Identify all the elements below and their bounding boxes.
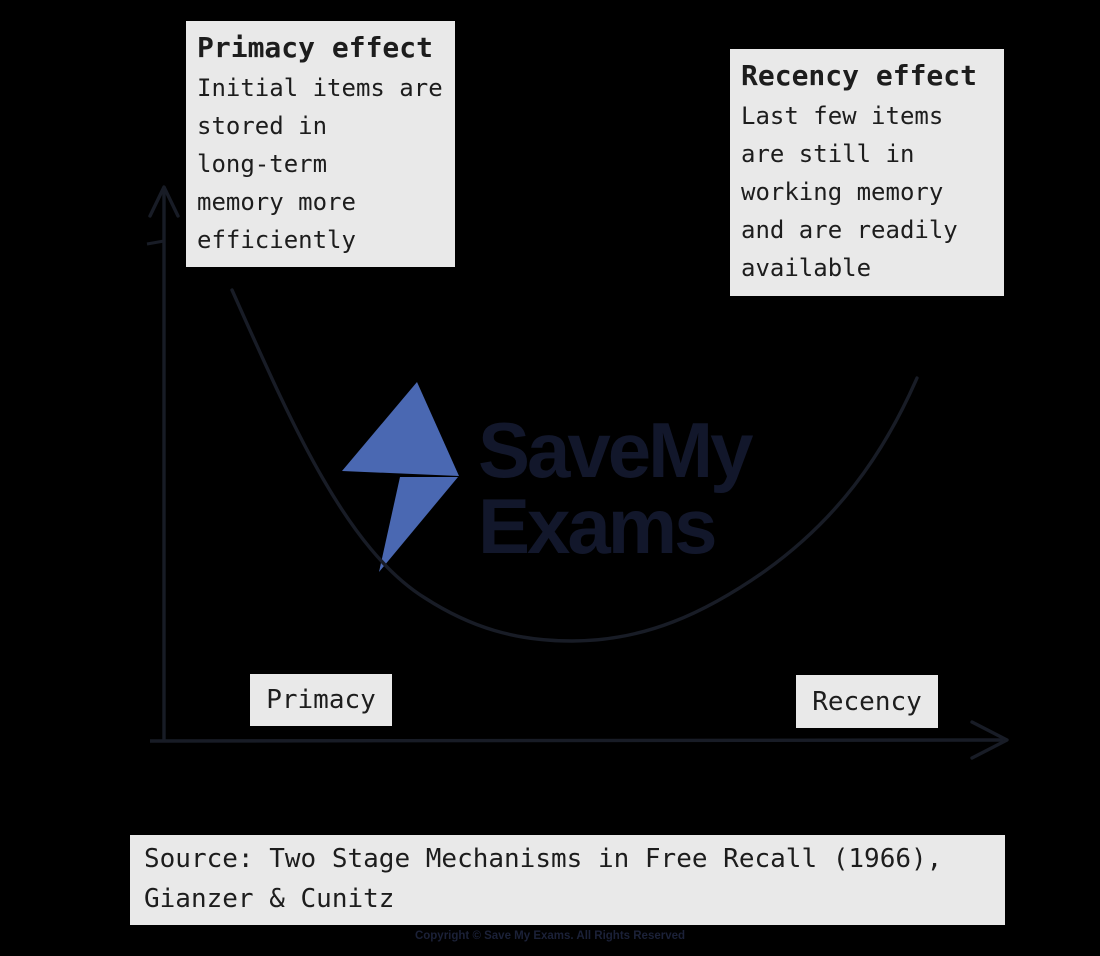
lightning-bolt-icon: [342, 382, 459, 572]
primacy-effect-line: stored in: [197, 112, 328, 140]
save-my-exams-wordmark: SaveMy Exams: [478, 406, 754, 570]
primacy-effect-title: Primacy effect: [197, 31, 434, 64]
x-axis-arrowhead-icon: [970, 720, 1009, 760]
recency-axis-label: Recency: [796, 675, 938, 728]
lightning-bolt-lower-half: [379, 477, 458, 572]
primacy-axis-label: Primacy: [250, 674, 392, 726]
y-axis-arrowhead-icon: [148, 185, 180, 218]
recency-effect-line: available: [741, 254, 872, 282]
x-axis-line: [149, 738, 1004, 743]
source-citation-line: Source: Two Stage Mechanisms in Free Rec…: [144, 844, 943, 874]
primacy-effect-note: Primacy effect Initial items are stored …: [186, 21, 455, 267]
recency-effect-line: Last few items: [741, 102, 944, 130]
primacy-effect-line: Initial items are: [197, 74, 443, 102]
primacy-effect-line: long-term: [197, 150, 328, 178]
recency-effect-title: Recency effect: [741, 59, 978, 92]
wordmark-line-savemy: SaveMy: [478, 406, 754, 494]
recency-effect-line: and are readily: [741, 216, 958, 244]
wordmark-line-exams: Exams: [478, 482, 718, 570]
copyright-text: Copyright © Save My Exams. All Rights Re…: [414, 930, 686, 942]
serial-position-curve: [230, 288, 919, 643]
recency-effect-note: Recency effect Last few items are still …: [730, 49, 1004, 296]
lightning-bolt-upper-half: [342, 382, 459, 476]
primacy-effect-line: memory more: [197, 188, 356, 216]
source-citation-line: Gianzer & Cunitz: [144, 884, 395, 914]
primacy-effect-line: efficiently: [197, 226, 356, 254]
recency-effect-line: are still in: [741, 140, 915, 168]
recency-effect-line: working memory: [741, 178, 944, 206]
y-axis-tick: [146, 239, 165, 246]
source-citation-box: Source: Two Stage Mechanisms in Free Rec…: [130, 835, 1005, 925]
